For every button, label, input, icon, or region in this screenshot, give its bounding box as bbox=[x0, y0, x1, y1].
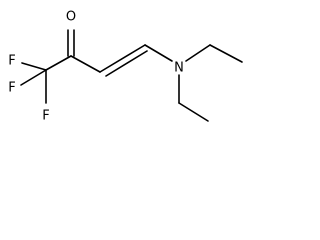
bond-ethyl1-ch3 bbox=[209, 44, 243, 63]
fluorine-label-upper: F bbox=[8, 54, 15, 69]
bond-c1-f-upper bbox=[21, 62, 47, 71]
bond-c2-c1 bbox=[45, 55, 72, 71]
bond-n-ethyl1-ch2 bbox=[185, 44, 211, 62]
bond-c4-n bbox=[144, 44, 173, 62]
alkene-bond-1 bbox=[99, 44, 146, 73]
fluorine-label-lower: F bbox=[8, 81, 15, 96]
bond-ethyl2-ch3 bbox=[178, 102, 209, 122]
alkene-bond-2 bbox=[105, 50, 148, 77]
nitrogen-label: N bbox=[174, 61, 184, 76]
fluorine-label-bottom: F bbox=[42, 109, 49, 124]
structure-diagram: O N F F F bbox=[8, 10, 243, 124]
oxygen-label: O bbox=[66, 10, 76, 25]
bond-c2-c3 bbox=[70, 55, 101, 73]
bond-c1-f-lower bbox=[20, 69, 47, 86]
